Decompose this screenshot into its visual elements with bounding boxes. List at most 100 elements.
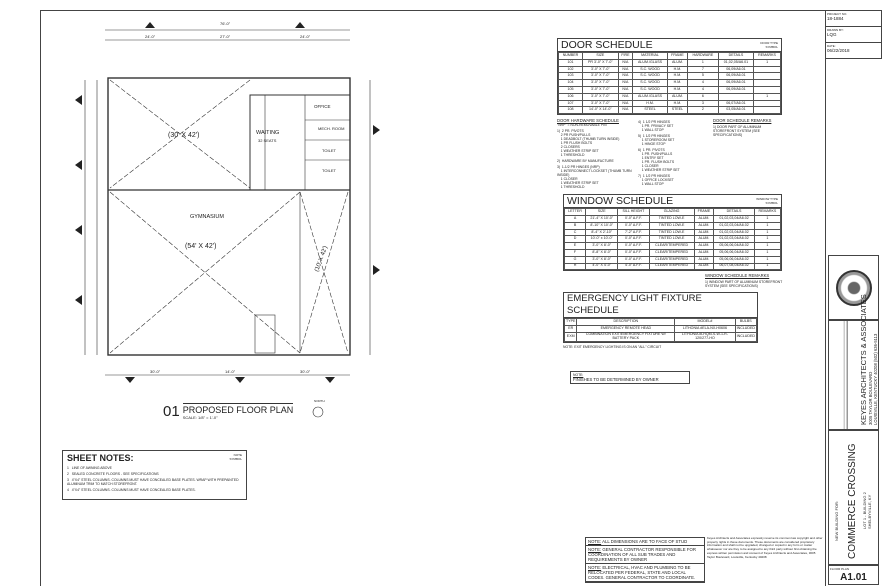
table-cell: 1 <box>753 255 782 264</box>
table-cell <box>753 85 781 94</box>
table-cell: ER <box>563 325 578 333</box>
floor-plan: 76'-0" 24'-0" 27'-0" 24'-0" 30'-0" 14'-0… <box>75 21 380 418</box>
column-header: DETAILS <box>717 52 755 60</box>
table-cell: LITHONIA #LHQM-S-W-1-R-120/277-HO <box>674 331 736 342</box>
firm-block: KEYES ARCHITECTS & ASSOCIATES 3005 TAYLO… <box>828 294 879 430</box>
project-no-label: PROJECT NO. <box>827 12 848 16</box>
finish-note-label: NOTE: <box>573 372 584 377</box>
table-cell: 05,06,06,04/A6.02 <box>713 248 755 257</box>
table-cell: 8'-8" X 8'-0" <box>585 248 619 257</box>
window-remarks-title: WINDOW SCHEDULE REMARKS <box>705 273 770 279</box>
table-cell: 1 <box>687 58 719 67</box>
table-cell: 01,02,03,04/A6.02 <box>713 235 755 244</box>
table-cell: 101 <box>558 58 583 67</box>
dim-b1: 30'-0" <box>150 369 161 374</box>
copyright-notice: Keyes Architects and Associates expressl… <box>707 536 823 559</box>
room-toilet-2: TOILET <box>322 168 336 173</box>
emergency-note: NOTE: EXIT EMERGENCY LIGHTING IS ON AN "… <box>563 344 662 349</box>
dim-3: 24'-0" <box>300 34 311 39</box>
column-header: MODEL# <box>674 318 736 327</box>
table-cell: N/A <box>617 99 634 108</box>
door-schedule-title: DOOR SCHEDULE <box>561 39 653 51</box>
table-cell: 21'-4" X 10'-0" <box>585 214 619 223</box>
table-cell: 3'-0" X 8'-0" <box>585 242 619 250</box>
room-area-2: (54' X 42') <box>185 243 216 250</box>
table-cell: 8'-10" X 10'-0" <box>585 221 619 230</box>
table-cell: ALUM./GLASS <box>632 92 668 101</box>
table-cell: C <box>563 228 587 237</box>
table-cell: ALUM. <box>693 214 715 223</box>
table-cell <box>753 106 781 115</box>
table-cell: 4 <box>687 85 719 94</box>
table-cell: TINTED LOW-E <box>648 235 695 244</box>
table-cell: 1 <box>753 262 782 271</box>
table-cell: B <box>563 221 587 230</box>
column-header: REMARKS <box>753 208 782 216</box>
table-cell: N/A <box>617 79 634 87</box>
sheet-notes: SHEET NOTES: NOTE SYMBOL 1 LINE OF AWNIN… <box>62 450 247 500</box>
table-cell: 107 <box>558 99 583 108</box>
plan-title-text: PROPOSED FLOOR PLAN <box>182 405 294 415</box>
table-cell: ALUM. <box>666 58 689 67</box>
table-cell: 0'-0" A.F.F. <box>617 214 650 223</box>
table-cell: ALUM. <box>693 235 715 244</box>
finish-note: NOTE: FINISHES TO BE DETERMINED BY OWNER <box>570 370 690 384</box>
sheet-title: FLOOR PLAN <box>830 567 850 571</box>
table-cell: H <box>563 262 587 271</box>
table-cell: 06,09/A6.01 <box>717 79 755 87</box>
project-no: 18-1884 <box>827 16 844 21</box>
table-cell: 06,09/A6.01 <box>717 85 755 94</box>
table-cell: 1 <box>753 58 781 67</box>
table-cell: 1 <box>753 214 782 223</box>
column-header: NUMBER <box>558 52 583 60</box>
table-cell: S.C. WOOD <box>632 79 668 87</box>
table-cell: A <box>563 214 587 223</box>
table-cell <box>717 92 755 101</box>
hardware-item: 6) 1 PR. PIVOTS 1 PR. PUSH/PULLS 1 ENTRY… <box>638 148 680 173</box>
room-seats: 32 SEATS <box>258 138 277 143</box>
table-cell: 1 <box>753 92 781 101</box>
table-cell: ALUM. <box>693 262 715 271</box>
drawn-by: LQG <box>827 32 837 37</box>
table-cell: S.C. WOOD <box>632 72 668 81</box>
column-header: REMARKS <box>753 52 781 60</box>
table-cell: 7 <box>687 65 719 74</box>
plan-title: 01 PROPOSED FLOOR PLAN SCALE: 1/8" = 1'-… <box>163 403 294 420</box>
plan-number: 01 <box>163 403 180 420</box>
date: 06/22/2018 <box>827 48 850 53</box>
table-cell: 06,07,08,04/A6.02 <box>713 262 755 271</box>
table-cell: 3'-0" X 7'-0" <box>581 65 619 74</box>
hardware-title: DOOR HARDWARE SCHEDULE <box>557 118 619 124</box>
sheet-note: 3 4"X4" STEEL COLUMNS. COLUMNS MUST HAVE… <box>67 478 239 486</box>
room-area-3: (10' X 42') <box>314 245 329 272</box>
hardware-item: 7) 1 1/2 PR HINGES 1 OFFICE LOCKSET 1 WA… <box>638 174 674 187</box>
sheet-note: 1 LINE OF AWNING ABOVE <box>67 466 112 470</box>
column-header: BULBS <box>734 318 758 327</box>
table-cell: ALUM. <box>693 248 715 257</box>
table-cell <box>753 79 781 87</box>
table-cell: H.M. <box>666 65 689 74</box>
dim-2: 27'-0" <box>220 34 231 39</box>
column-header: FIRE <box>617 52 634 60</box>
general-note: NOTE: ELECTRICAL, HVAC AND PLUMBING TO B… <box>586 564 704 582</box>
table-cell: 4'-0" X 4'-0" <box>585 262 619 271</box>
table-cell <box>753 65 781 74</box>
table-cell: 108 <box>558 106 583 115</box>
table-cell: H.M. <box>666 72 689 81</box>
table-cell: TINTED LOW-E <box>648 221 695 230</box>
table-cell: 06,09/A6.01 <box>717 72 755 81</box>
table-cell: ALUM. <box>693 242 715 250</box>
